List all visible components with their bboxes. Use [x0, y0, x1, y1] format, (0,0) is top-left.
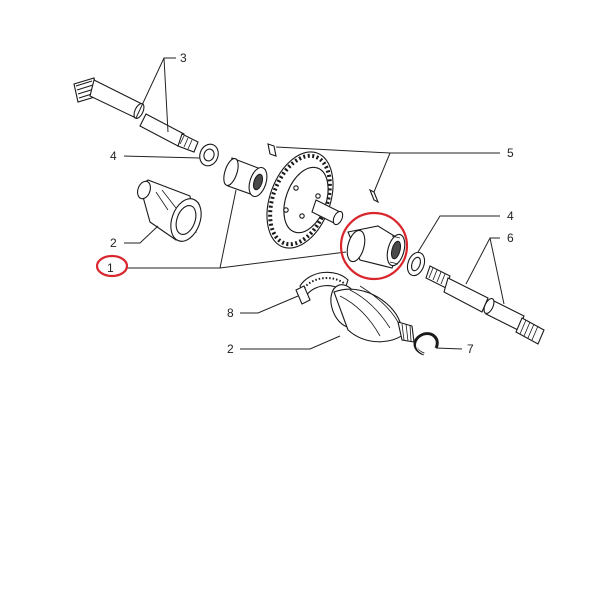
- callout-2-right: 2: [227, 342, 234, 356]
- left-cv-joint: [137, 179, 202, 242]
- highlight-circle-part-1: [339, 211, 409, 281]
- leader-lines: [123, 57, 505, 350]
- right-bearing-sleeve: [346, 225, 406, 269]
- callout-7: 7: [467, 342, 474, 356]
- highlight-markers: [95, 211, 409, 281]
- callout-labels: 3 4 5 4 6 2 1 8 2 7: [107, 51, 514, 356]
- right-washer: [406, 251, 426, 277]
- differential-ring-gear: [266, 151, 344, 249]
- right-cv-joint: [330, 284, 415, 343]
- pin-top: [267, 143, 277, 157]
- highlight-ellipse-callout-1: [95, 254, 129, 278]
- circlip: [413, 332, 439, 356]
- callout-1: 1: [107, 261, 114, 275]
- callout-6: 6: [507, 231, 514, 245]
- callout-4-right: 4: [507, 209, 514, 223]
- callout-5: 5: [507, 146, 514, 160]
- right-driveshaft: [425, 265, 545, 345]
- left-driveshaft: [73, 77, 199, 153]
- left-bearing-sleeve: [223, 157, 268, 198]
- callout-3: 3: [180, 51, 187, 65]
- pin-bottom: [368, 188, 380, 204]
- left-washer: [199, 143, 219, 167]
- callout-2-left: 2: [110, 236, 117, 250]
- callout-8: 8: [227, 306, 234, 320]
- boot-clamp: [295, 271, 349, 305]
- callout-4-left: 4: [110, 149, 117, 163]
